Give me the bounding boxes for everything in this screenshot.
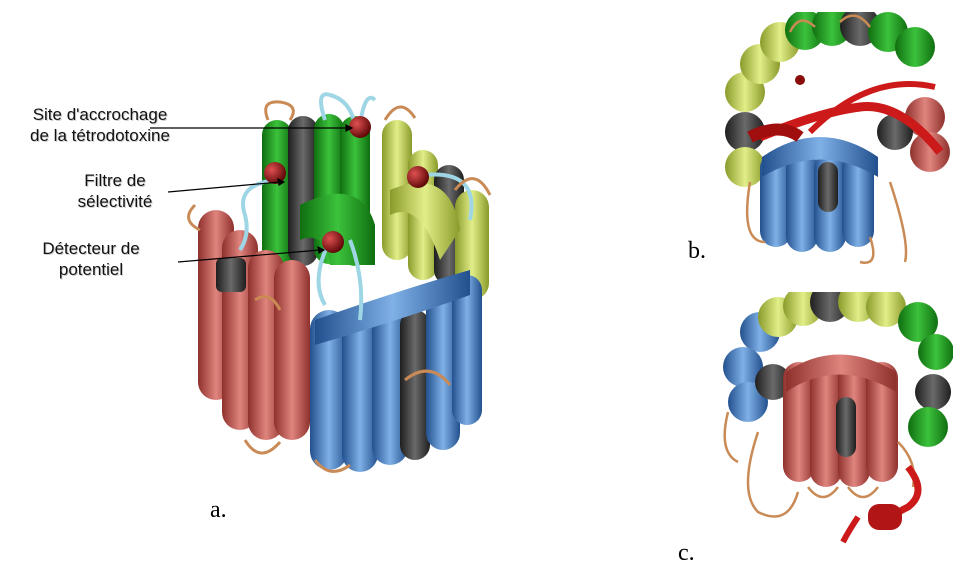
label-voltage-sensor: Détecteur de potentiel xyxy=(16,238,166,280)
panel-a-illustration xyxy=(150,80,520,480)
label-ttx-binding-site: Site d'accrochage de la tétrodotoxine xyxy=(0,104,200,146)
channel-structure-a xyxy=(150,80,520,480)
domain-blue-b xyxy=(760,137,878,252)
panel-c-letter: c. xyxy=(678,540,695,567)
panel-b-letter: b. xyxy=(688,238,706,265)
panel-b-illustration xyxy=(720,12,953,267)
panel-c-illustration xyxy=(718,292,953,547)
label-ttx-line1: Site d'accrochage xyxy=(0,104,200,125)
domain-red-c xyxy=(783,355,898,488)
domain-blue xyxy=(310,270,482,472)
label-filter-line2: sélectivité xyxy=(40,191,190,212)
label-ttx-line2: de la tétrodotoxine xyxy=(0,125,200,146)
channel-structure-c xyxy=(718,292,953,547)
label-sensor-line2: potentiel xyxy=(16,259,166,280)
panel-a-letter: a. xyxy=(210,497,227,524)
label-sensor-line1: Détecteur de xyxy=(16,238,166,259)
channel-structure-b xyxy=(720,12,953,267)
label-filter-line1: Filtre de xyxy=(40,170,190,191)
label-selectivity-filter: Filtre de sélectivité xyxy=(40,170,190,212)
